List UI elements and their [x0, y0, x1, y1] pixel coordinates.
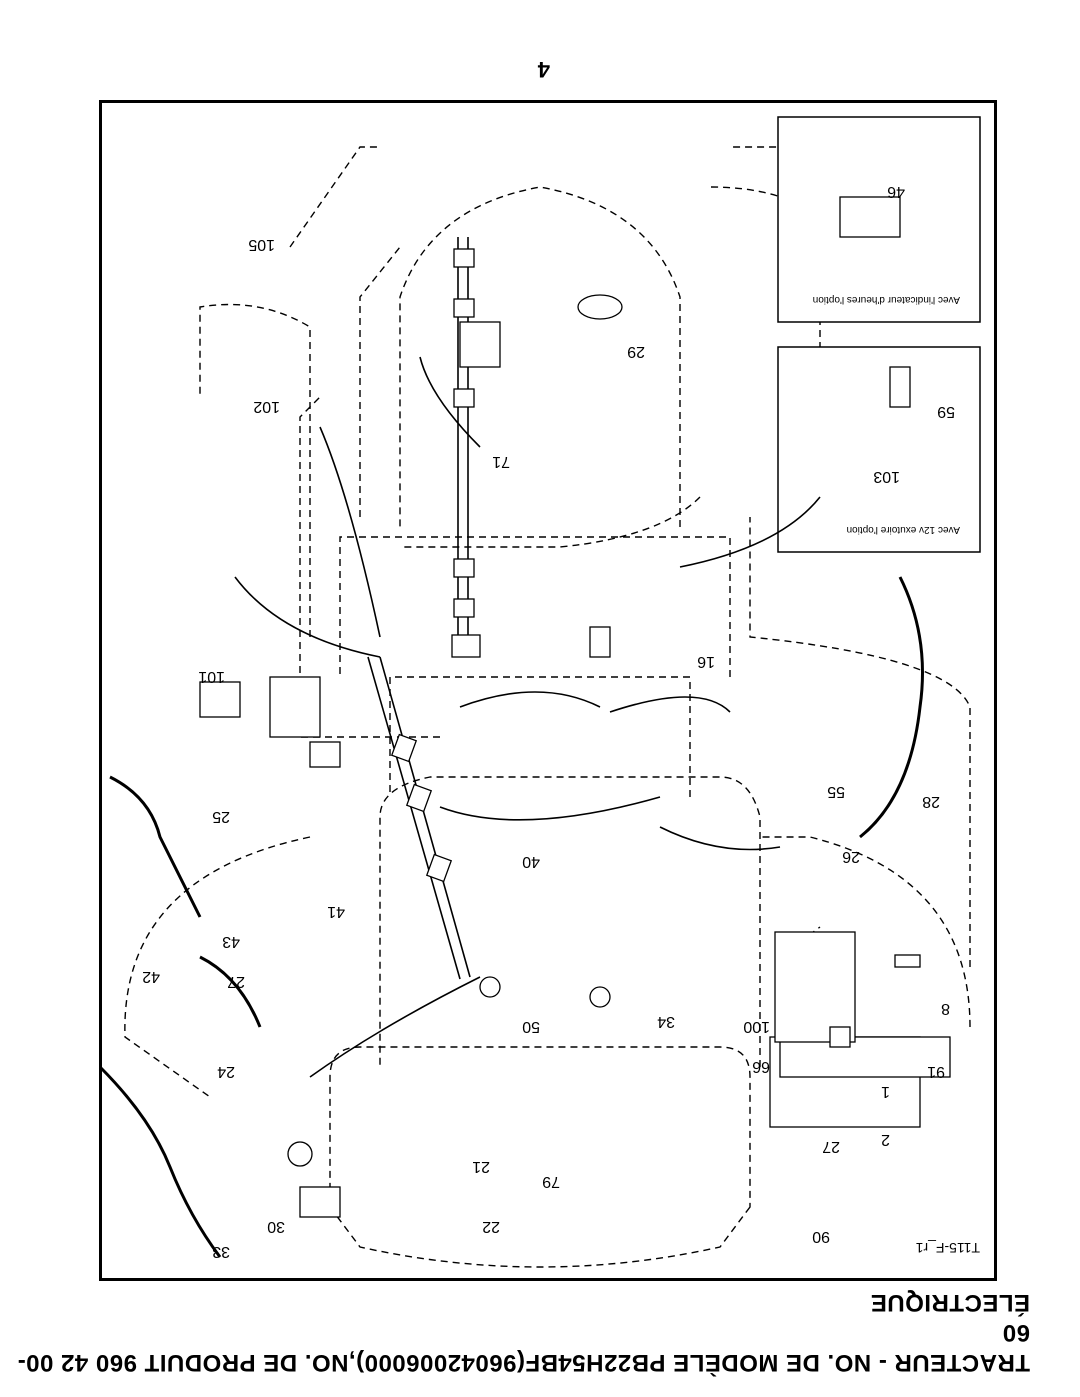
callout-42: 42	[142, 968, 160, 985]
callout-33: 33	[212, 1243, 230, 1260]
callout-100: 100	[743, 1018, 770, 1035]
inset-captions: Avec 12v exutoire l'option Avec l'indica…	[813, 294, 960, 535]
callout-2: 2	[881, 1131, 890, 1148]
callout-24: 24	[217, 1063, 235, 1080]
outlet-inset-box	[777, 346, 981, 553]
callout-79: 79	[542, 1173, 560, 1190]
callout-90: 90	[812, 1228, 830, 1245]
outlet-inset-caption: Avec 12v exutoire l'option	[847, 524, 960, 535]
callouts: 1 2 8 16 21 22 24 25 26 27 27 28 29 30 3…	[142, 183, 955, 1260]
key	[299, 1186, 341, 1218]
callout-40: 40	[522, 853, 540, 870]
callout-28: 28	[922, 793, 940, 810]
callout-46: 46	[887, 183, 905, 200]
callout-43: 43	[222, 933, 240, 950]
hour-meter	[839, 196, 901, 238]
components	[199, 196, 951, 1218]
battery-strap	[894, 954, 921, 968]
harness	[98, 237, 924, 1258]
fuse	[589, 626, 611, 658]
solenoid	[269, 676, 321, 738]
callout-16: 16	[697, 653, 715, 670]
hour-meter-inset-caption: Avec l'indicateur d'heures l'option	[813, 294, 960, 305]
callout-25: 25	[212, 808, 230, 825]
callout-22: 22	[482, 1218, 500, 1235]
lamp	[589, 986, 611, 1008]
callout-101: 101	[198, 668, 225, 685]
battery-bolt	[829, 1026, 851, 1048]
callout-30: 30	[267, 1218, 285, 1235]
callout-27b: 27	[227, 973, 245, 990]
callout-27a: 27	[822, 1138, 840, 1155]
callout-1: 1	[881, 1083, 890, 1100]
relay	[889, 366, 911, 408]
lamp	[479, 976, 501, 998]
battery-tray	[779, 1036, 951, 1078]
ignition-switch	[287, 1141, 313, 1167]
battery	[774, 931, 856, 1043]
callout-41: 41	[327, 903, 345, 920]
callout-59: 59	[937, 403, 955, 420]
seat-switch	[309, 741, 341, 768]
clutch-connector	[459, 321, 501, 368]
callout-103: 103	[873, 468, 900, 485]
callout-8: 8	[941, 1000, 950, 1017]
callout-21: 21	[472, 1158, 490, 1175]
callout-71: 71	[492, 453, 510, 470]
callout-91: 91	[927, 1063, 945, 1080]
callout-29: 29	[627, 343, 645, 360]
callout-55: 55	[827, 783, 845, 800]
tractor-outline	[124, 146, 971, 1268]
pto-switch	[199, 681, 241, 718]
callout-102: 102	[253, 398, 280, 415]
callout-26: 26	[842, 848, 860, 865]
harness-sleeves	[390, 248, 475, 883]
connector	[451, 634, 481, 658]
callout-105: 105	[248, 236, 275, 253]
grommet	[577, 294, 623, 320]
callout-66: 66	[752, 1058, 770, 1075]
callout-50: 50	[522, 1018, 540, 1035]
callout-34: 34	[657, 1013, 675, 1030]
